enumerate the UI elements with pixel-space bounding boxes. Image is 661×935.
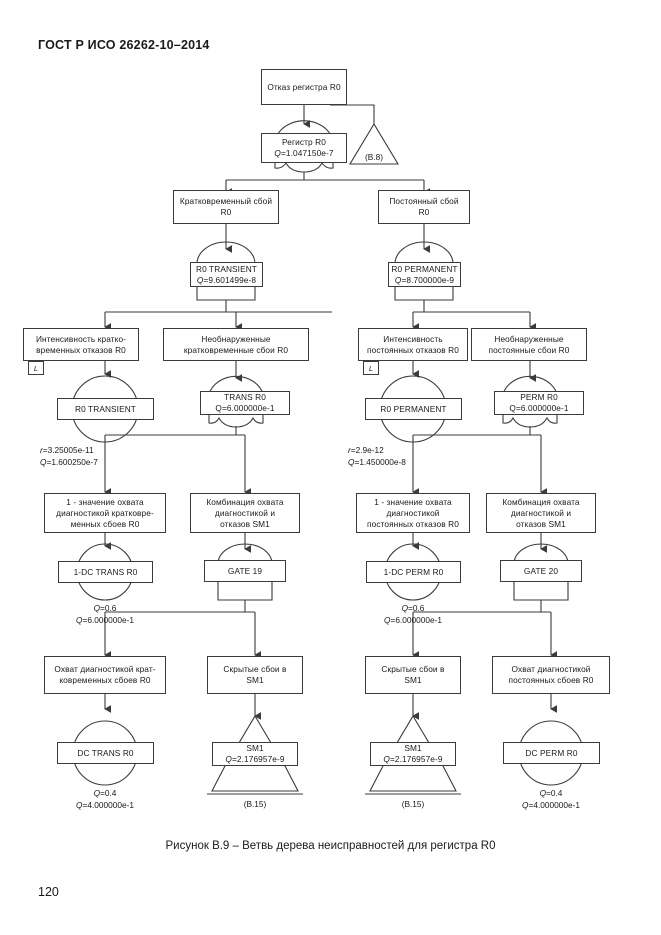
transfer-q-value: Q=2.176957e-9 xyxy=(225,754,285,764)
gate-label-gate-20[interactable]: GATE 20 xyxy=(500,560,582,582)
event-box-top[interactable]: Отказ регистра R0 xyxy=(261,69,347,105)
basic-event-values-dc-trans-r0: Q=0.4 Q=4.000000e-1 xyxy=(76,788,134,810)
basic-event-name: DC PERM R0 xyxy=(525,747,578,758)
event-box-one-minus-dc-permanent[interactable]: 1 - значение охвата диагностикой постоян… xyxy=(356,493,470,533)
gate-q-value: Q=9.601499e-8 xyxy=(196,274,257,285)
gate-name: GATE 20 xyxy=(523,565,559,576)
event-box-latent-faults-sm1-right[interactable]: Скрытые сбои в SM1 xyxy=(365,656,461,694)
event-box-permanent-fault[interactable]: Постоянный сбой R0 xyxy=(378,190,470,224)
transfer-q-value: Q=2.176957e-9 xyxy=(383,754,443,764)
transfer-ref-b15-left: (B.15) xyxy=(243,799,267,809)
q-text: =2.176957e-9 xyxy=(389,754,443,764)
gate-label-register-r0[interactable]: Регистр R0 Q=1.047150e-7 xyxy=(261,133,347,163)
q-value: =1.600250e-7 xyxy=(46,456,98,467)
transfer-out-label-sm1-right[interactable]: SM1 Q=2.176957e-9 xyxy=(370,742,456,766)
gate-q-value: Q=6.000000e-1 xyxy=(215,403,275,413)
event-box-transient-failure-rate[interactable]: Интенсивность кратко- временных отказов … xyxy=(23,328,139,361)
q-value-full: =4.000000e-1 xyxy=(528,799,580,810)
gate-name: PERM R0 xyxy=(520,392,558,402)
rate-value: =3.25005e-11 xyxy=(42,445,94,455)
event-box-permanent-failure-rate[interactable]: Интенсивность постоянных отказов R0 xyxy=(358,328,468,361)
gate-name: R0 PERMANENT xyxy=(391,263,458,274)
q-value-full: =6.000000e-1 xyxy=(82,614,134,625)
rate-value: =2.9e-12 xyxy=(350,445,384,455)
figure-caption: Рисунок В.9 – Ветвь дерева неисправносте… xyxy=(165,840,496,852)
q-value-full: =4.000000e-1 xyxy=(82,799,134,810)
q-value-short: =0.6 xyxy=(100,603,117,613)
basic-event-label-r0-permanent[interactable]: R0 PERMANENT xyxy=(365,398,462,420)
event-box-combination-dc-sm1-permanent[interactable]: Комбинация охвата диагностикой и отказов… xyxy=(486,493,596,533)
event-box-undetected-transient[interactable]: Необнаруженные кратковременные сбои R0 xyxy=(163,328,309,361)
event-box-latent-faults-sm1-left[interactable]: Скрытые сбои в SM1 xyxy=(207,656,303,694)
badge-l-permanent-rate: L xyxy=(363,361,379,375)
gate-q-value: Q=6.000000e-1 xyxy=(509,403,569,413)
badge-l-transient-rate: L xyxy=(28,361,44,375)
gate-label-trans-r0[interactable]: TRANS R0 Q=6.000000e-1 xyxy=(200,391,290,415)
gate-label-perm-r0[interactable]: PERM R0 Q=6.000000e-1 xyxy=(494,391,584,415)
event-box-combination-dc-sm1-transient[interactable]: Комбинация охвата диагностикой и отказов… xyxy=(190,493,300,533)
gate-name: R0 TRANSIENT xyxy=(196,263,257,274)
q-value-short: =0.6 xyxy=(408,603,425,613)
gate-name: Регистр R0 xyxy=(282,137,326,147)
transfer-ref-b15-right: (B.15) xyxy=(401,799,425,809)
basic-event-name: DC TRANS R0 xyxy=(77,747,134,758)
gate-q-text: =9.601499e-8 xyxy=(203,274,257,285)
gate-q-value: Q=1.047150e-7 xyxy=(274,148,334,158)
q-value-short: =0.4 xyxy=(546,788,563,798)
event-box-transient-fault[interactable]: Кратковременный сбой R0 xyxy=(173,190,279,224)
basic-event-label-1dc-perm-r0[interactable]: 1-DC PERM R0 xyxy=(366,561,461,583)
basic-event-label-dc-perm-r0[interactable]: DC PERM R0 xyxy=(503,742,600,764)
basic-event-values-1dc-perm-r0: Q=0.6 Q=6.000000e-1 xyxy=(384,603,442,625)
q-value: =1.450000e-8 xyxy=(354,456,406,467)
basic-event-label-r0-transient[interactable]: R0 TRANSIENT xyxy=(57,398,154,420)
gate-label-gate-19[interactable]: GATE 19 xyxy=(204,560,286,582)
basic-event-name: 1-DC PERM R0 xyxy=(383,566,444,577)
basic-event-values-r0-permanent: r=2.9e-12 Q=1.450000e-8 xyxy=(348,445,406,467)
basic-event-name: R0 TRANSIENT xyxy=(75,403,136,414)
q-text: =2.176957e-9 xyxy=(231,754,285,764)
q-value-full: =6.000000e-1 xyxy=(390,614,442,625)
basic-event-label-dc-trans-r0[interactable]: DC TRANS R0 xyxy=(57,742,154,764)
gate-q-text: =8.700000e-9 xyxy=(401,274,455,285)
basic-event-values-r0-transient: r=3.25005e-11 Q=1.600250e-7 xyxy=(40,445,98,467)
basic-event-values-dc-perm-r0: Q=0.4 Q=4.000000e-1 xyxy=(522,788,580,810)
basic-event-name: R0 PERMANENT xyxy=(380,403,447,414)
gate-name: GATE 19 xyxy=(227,565,263,576)
page-number: 120 xyxy=(38,885,59,899)
transfer-name: SM1 xyxy=(246,743,264,753)
page-header: ГОСТ Р ИСО 26262-10–2014 xyxy=(38,38,210,52)
gate-q-text: =1.047150e-7 xyxy=(280,148,334,158)
transfer-name: SM1 xyxy=(404,743,422,753)
transfer-out-label-sm1-left[interactable]: SM1 Q=2.176957e-9 xyxy=(212,742,298,766)
basic-event-values-1dc-trans-r0: Q=0.6 Q=6.000000e-1 xyxy=(76,603,134,625)
gate-q-value: Q=8.700000e-9 xyxy=(394,274,455,285)
basic-event-name: 1-DC TRANS R0 xyxy=(73,566,138,577)
event-box-dc-permanent-coverage[interactable]: Охват диагностикой постоянных сбоев R0 xyxy=(492,656,610,694)
basic-event-label-1dc-trans-r0[interactable]: 1-DC TRANS R0 xyxy=(58,561,153,583)
event-box-dc-transient-coverage[interactable]: Охват диагностикой крат- ковременных сбо… xyxy=(44,656,166,694)
q-value-short: =0.4 xyxy=(100,788,117,798)
gate-name: TRANS R0 xyxy=(224,392,266,402)
event-box-undetected-permanent[interactable]: Необнаруженные постоянные сбои R0 xyxy=(471,328,587,361)
event-box-one-minus-dc-transient[interactable]: 1 - значение охвата диагностикой кратков… xyxy=(44,493,166,533)
gate-label-r0-transient[interactable]: R0 TRANSIENT Q=9.601499e-8 xyxy=(190,262,263,287)
transfer-in-label-b8: (B.8) xyxy=(365,152,383,162)
gate-label-r0-permanent[interactable]: R0 PERMANENT Q=8.700000e-9 xyxy=(388,262,461,287)
